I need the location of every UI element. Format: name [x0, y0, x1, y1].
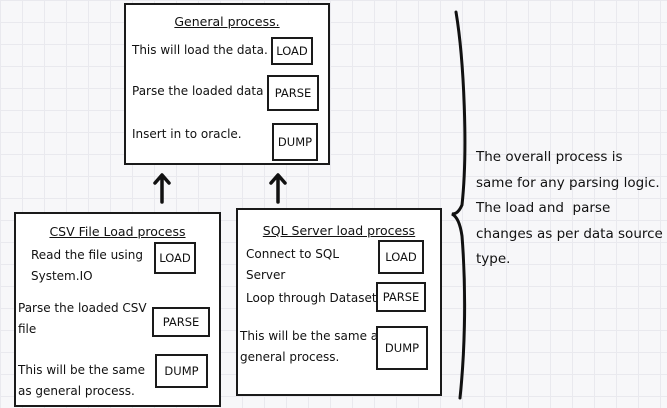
csv-load-text: Read the file using System.IO — [31, 245, 143, 287]
general-load-box: LOAD — [271, 37, 313, 65]
arrow-sql-to-general — [269, 173, 287, 204]
note-line: same for any parsing logic. — [476, 174, 660, 191]
note-line: changes as per data source — [476, 225, 663, 242]
note-line: The load and parse — [476, 200, 611, 216]
csv-parse-box: PARSE — [152, 307, 210, 337]
csv-dump-text: This will be the same as general process… — [18, 360, 145, 402]
general-load-text: This will load the data. — [132, 43, 268, 57]
text-line: file — [18, 322, 37, 336]
general-parse-text: Parse the loaded data — [132, 84, 264, 98]
note-line: type. — [476, 251, 511, 267]
text-line: Connect to SQL — [246, 247, 340, 261]
csv-load-title: CSV File Load process — [49, 224, 186, 239]
csv-dump-box: DUMP — [155, 354, 208, 388]
general-process-panel: General process. This will load the data… — [124, 3, 330, 165]
overall-process-note: The overall process is same for any pars… — [476, 145, 663, 273]
csv-parse-text: Parse the loaded CSV file — [18, 298, 147, 340]
general-process-title: General process. — [174, 14, 280, 29]
curly-brace — [451, 10, 467, 400]
arrow-csv-to-general — [153, 173, 171, 204]
sql-load-panel: SQL Server load process Connect to SQL S… — [236, 208, 442, 396]
text-line: System.IO — [31, 269, 93, 283]
sql-dump-box: DUMP — [376, 326, 428, 370]
text-line: This will be the same as — [240, 329, 385, 343]
general-dump-text: Insert in to oracle. — [132, 127, 242, 141]
sql-load-box: LOAD — [378, 240, 424, 274]
general-dump-box: DUMP — [272, 123, 318, 161]
sql-dump-text: This will be the same as general process… — [240, 326, 384, 368]
note-line: The overall process is — [476, 149, 623, 165]
text-line: Loop through Dataset — [246, 291, 377, 305]
sql-parse-box: PARSE — [376, 282, 426, 312]
sql-parse-text: Loop through Dataset — [246, 288, 377, 309]
sql-load-text: Connect to SQL Server — [246, 244, 339, 286]
csv-load-box: LOAD — [154, 242, 196, 274]
text-line: Parse the loaded CSV — [18, 301, 147, 315]
general-parse-box: PARSE — [267, 75, 319, 111]
csv-load-panel: CSV File Load process Read the file usin… — [14, 212, 221, 407]
text-line: general process. — [240, 350, 340, 364]
text-line: This will be the same — [18, 363, 145, 377]
text-line: Server — [246, 268, 286, 282]
sql-load-title: SQL Server load process — [262, 223, 416, 238]
text-line: as general process. — [18, 384, 135, 398]
text-line: Read the file using — [31, 248, 143, 262]
